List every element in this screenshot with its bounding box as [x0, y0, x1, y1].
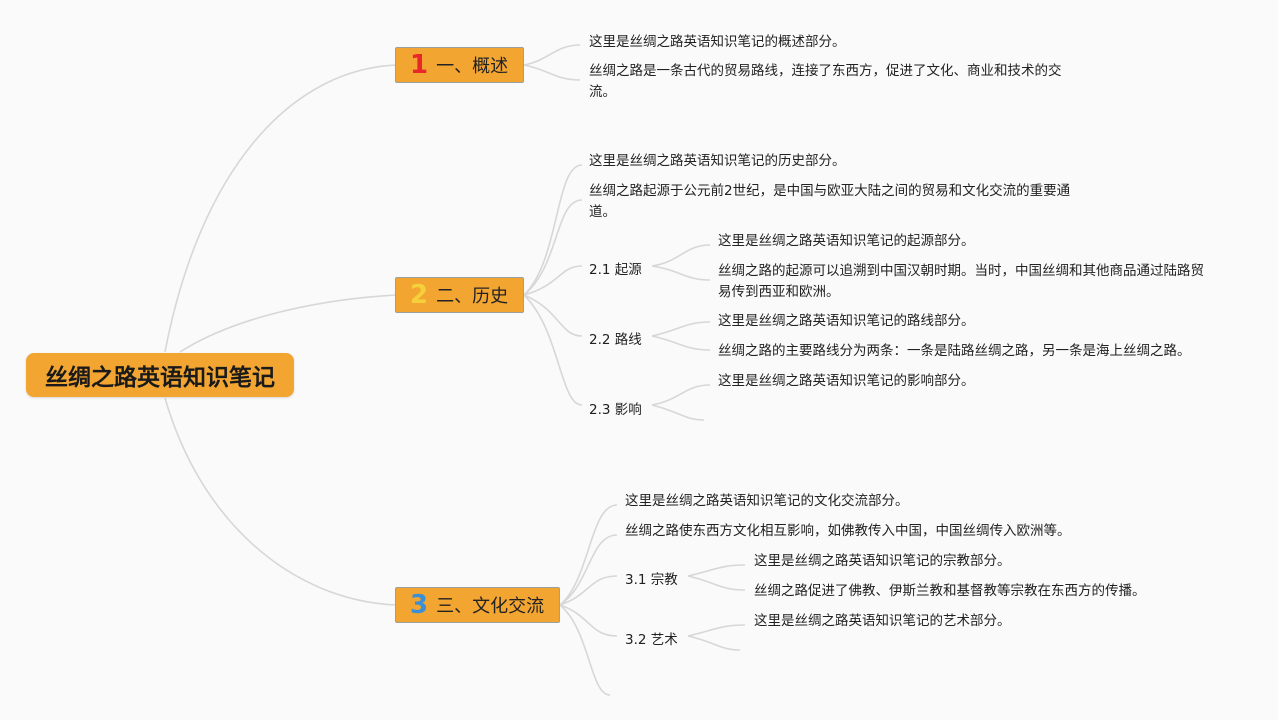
note-culture-2[interactable]: 丝绸之路使东西方文化相互影响，如佛教传入中国，中国丝绸传入欧洲等。: [625, 523, 1071, 539]
connector-b3-n5: [559, 604, 611, 696]
connector-root-branch2: [179, 294, 397, 353]
connector-b3-sub1: [559, 575, 618, 606]
subtopic-religion[interactable]: 3.1 宗教: [625, 572, 678, 588]
subtopic-art[interactable]: 3.2 艺术: [625, 632, 678, 648]
connector-s23-n1: [651, 384, 711, 406]
number-one-icon: 1: [410, 50, 429, 80]
root-topic[interactable]: 丝绸之路英语知识笔记: [26, 353, 294, 397]
branch-label: 三、文化交流: [436, 596, 545, 617]
subtopic-origin[interactable]: 2.1 起源: [589, 262, 642, 278]
connector-s21-n2: [651, 265, 711, 281]
connector-s32-n1: [687, 624, 746, 637]
number-three-icon: 3: [410, 590, 429, 620]
connector-b1-n2: [523, 64, 581, 81]
connector-s23-n2: [651, 404, 705, 421]
note-origin-2[interactable]: 丝绸之路的起源可以追溯到中国汉朝时期。当时，中国丝绸和其他商品通过陆路贸易传到西…: [718, 263, 1204, 300]
connector-b2-n2: [523, 199, 583, 296]
connector-b3-n2: [559, 534, 618, 606]
connector-b2-n1: [523, 164, 583, 296]
subtopic-route[interactable]: 2.2 路线: [589, 332, 642, 348]
note-route-2[interactable]: 丝绸之路的主要路线分为两条：一条是陆路丝绸之路，另一条是海上丝绸之路。: [718, 343, 1191, 359]
note-history-1[interactable]: 这里是丝绸之路英语知识笔记的历史部分。: [589, 153, 846, 169]
note-art-1[interactable]: 这里是丝绸之路英语知识笔记的艺术部分。: [754, 613, 1011, 629]
branch-label: 二、历史: [436, 286, 509, 307]
note-overview-1[interactable]: 这里是丝绸之路英语知识笔记的概述部分。: [589, 34, 846, 50]
branch-label: 一、概述: [436, 56, 509, 77]
connector-s31-n1: [687, 564, 746, 577]
connector-s22-n1: [651, 321, 711, 337]
note-route-1[interactable]: 这里是丝绸之路英语知识笔记的路线部分。: [718, 313, 975, 329]
connector-b2-sub2: [523, 294, 583, 337]
connector-root-branch3: [164, 397, 397, 606]
branch-history[interactable]: 2 二、历史: [395, 277, 524, 313]
note-origin-1[interactable]: 这里是丝绸之路英语知识笔记的起源部分。: [718, 233, 975, 249]
branch-cultural-exchange[interactable]: 3 三、文化交流: [395, 587, 560, 623]
note-culture-1[interactable]: 这里是丝绸之路英语知识笔记的文化交流部分。: [625, 493, 909, 509]
connector-b3-sub2: [559, 604, 618, 637]
note-religion-2[interactable]: 丝绸之路促进了佛教、伊斯兰教和基督教等宗教在东西方的传播。: [754, 583, 1146, 599]
connector-s32-n2: [687, 635, 741, 651]
note-religion-1[interactable]: 这里是丝绸之路英语知识笔记的宗教部分。: [754, 553, 1011, 569]
connector-s21-n1: [651, 244, 711, 267]
connector-b2-sub1: [523, 265, 583, 296]
connector-b1-n1: [523, 44, 581, 66]
connector-b2-sub3: [523, 294, 583, 406]
connector-s22-n2: [651, 335, 711, 351]
note-overview-2[interactable]: 丝绸之路是一条古代的贸易路线，连接了东西方，促进了文化、商业和技术的交流。: [589, 63, 1062, 100]
subtopic-impact[interactable]: 2.3 影响: [589, 402, 642, 418]
connector-root-branch1: [164, 64, 397, 353]
note-history-2[interactable]: 丝绸之路起源于公元前2世纪，是中国与欧亚大陆之间的贸易和文化交流的重要通道。: [589, 183, 1071, 220]
number-two-icon: 2: [410, 280, 429, 310]
connector-b3-n1: [559, 504, 618, 606]
note-impact-1[interactable]: 这里是丝绸之路英语知识笔记的影响部分。: [718, 373, 975, 389]
connector-s31-n2: [687, 575, 746, 591]
branch-overview[interactable]: 1 一、概述: [395, 47, 524, 83]
